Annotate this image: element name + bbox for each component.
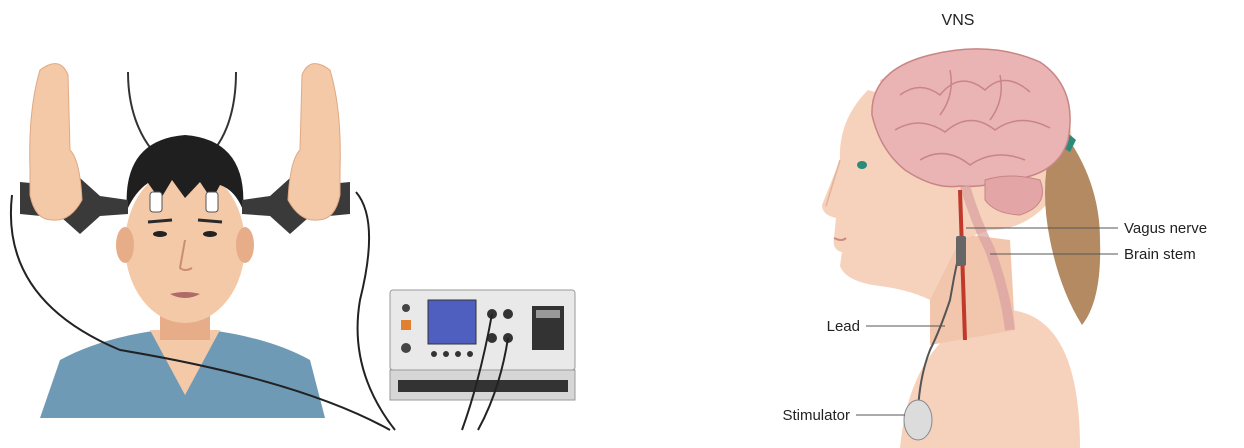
top-wire-right xyxy=(214,72,236,150)
knob-2 xyxy=(401,343,411,353)
indicator-orange xyxy=(401,320,411,330)
brow-right xyxy=(198,220,222,222)
device-panel-slot xyxy=(536,310,560,318)
btn-4 xyxy=(467,351,473,357)
eye-left xyxy=(153,231,167,237)
device-base-stripe xyxy=(398,380,568,392)
label-vagus-nerve: Vagus nerve xyxy=(1124,220,1207,237)
vns-title: VNS xyxy=(942,12,975,29)
vns-pulse-generator xyxy=(904,400,932,440)
ear-right xyxy=(236,227,254,263)
label-lead: Lead xyxy=(827,318,860,335)
ect-illustration xyxy=(11,64,575,430)
label-stimulator: Stimulator xyxy=(782,407,850,424)
vns-brain xyxy=(872,49,1070,187)
btn-1 xyxy=(431,351,437,357)
vns-lead-coil xyxy=(956,236,966,266)
cable-right xyxy=(356,192,395,430)
top-wire-left xyxy=(128,72,152,150)
ear-left xyxy=(116,227,134,263)
eye-right xyxy=(203,231,217,237)
btn-2 xyxy=(443,351,449,357)
ect-control-unit xyxy=(390,290,575,430)
device-screen xyxy=(428,300,476,344)
hand-right xyxy=(288,64,340,221)
knob-1 xyxy=(402,304,410,312)
label-brain-stem: Brain stem xyxy=(1124,246,1196,263)
jack-2 xyxy=(503,309,513,319)
brow-left xyxy=(148,220,172,222)
electrode-pad-left xyxy=(150,192,162,212)
electrode-pad-right xyxy=(206,192,218,212)
btn-3 xyxy=(455,351,461,357)
vns-illustration: VNS Vagus nerve Brai xyxy=(782,12,1207,448)
hand-left xyxy=(30,64,82,221)
vns-eye xyxy=(857,161,867,169)
